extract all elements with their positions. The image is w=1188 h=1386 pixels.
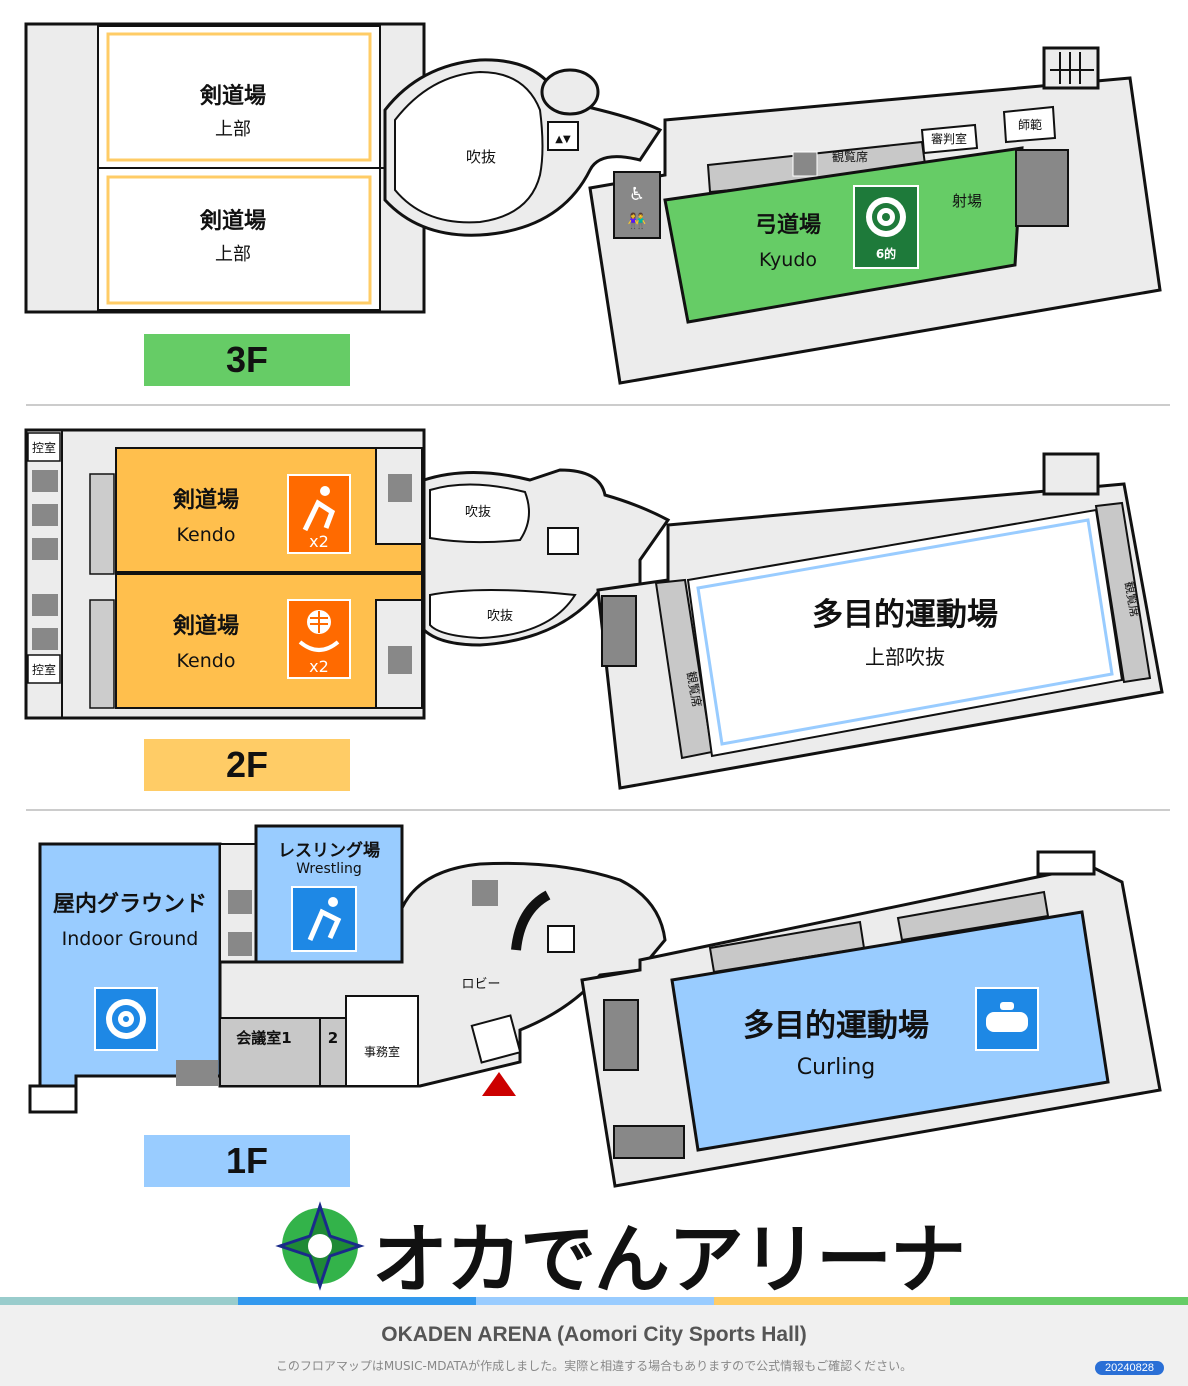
3f-shooting-label: 射場 <box>952 192 982 210</box>
2f-elevator-icon <box>547 527 579 555</box>
1f-meeting1-label: 会議室1 <box>236 1029 291 1047</box>
2f-kendo-a-sub: Kendo <box>177 524 236 546</box>
2f-kendo-b <box>115 573 423 709</box>
3f-void-area <box>394 70 544 224</box>
3f-restroom-right-icon <box>1015 149 1069 227</box>
3f-kendo-a-sub: 上部 <box>215 119 251 140</box>
1f-wrestling-icon <box>291 886 357 952</box>
3f-seat-icon <box>792 151 818 177</box>
floor-badge-3f: 3F <box>144 334 350 386</box>
1f-stairs-left <box>28 1084 78 1114</box>
floor-badge-1f: 1F <box>144 1135 350 1187</box>
3f-restroom-icon <box>613 171 661 239</box>
2f-stairs-icon <box>1042 452 1100 496</box>
1f-multi-sub: Curling <box>797 1055 875 1080</box>
3f-kyudo-range <box>663 146 1024 324</box>
footer: OKADEN ARENA (Aomori City Sports Hall) こ… <box>0 1297 1188 1386</box>
2f-void-top-label: 吹抜 <box>465 504 491 520</box>
3f-target-count: 6的 <box>876 246 896 261</box>
3f-kyudo-sub: Kyudo <box>759 249 817 271</box>
2f-seating-right <box>1094 501 1152 684</box>
2f-kendo-b-sub: Kendo <box>177 650 236 672</box>
3f-instructor-room <box>1002 105 1057 144</box>
2f-multi-title: 多目的運動場 <box>812 597 998 633</box>
1f-office-label: 事務室 <box>364 1044 400 1059</box>
footer-title: OKADEN ARENA (Aomori City Sports Hall) <box>381 1323 807 1346</box>
2f-void-bottom <box>429 589 577 640</box>
2f-multi-sub: 上部吹抜 <box>865 645 945 669</box>
3f-void-label: 吹抜 <box>466 148 496 166</box>
3f-kendo-b-sub: 上部 <box>215 244 251 265</box>
3f-elevator-icon <box>547 121 579 151</box>
1f-wrestling-sub: Wrestling <box>296 861 362 877</box>
2f-kendo-b-title: 剣道場 <box>172 613 239 639</box>
2f-seating-left-label: 観覧席 <box>684 670 705 708</box>
svg-text:♿: ♿ <box>629 184 645 205</box>
3f-kyudo-title: 弓道場 <box>755 212 821 238</box>
3f-kendo-a-title: 剣道場 <box>199 83 266 109</box>
1f-curling-rink <box>670 910 1110 1152</box>
3f-kendo-upper-b <box>106 175 372 305</box>
floor-3f: 剣道場 上部 剣道場 上部 吹抜 ▲▼ 観覧席 審判室 師範 弓道場 Kyudo… <box>24 22 1162 385</box>
2f-kendo-a-count: x2 <box>309 532 329 551</box>
1f-multi-title: 多目的運動場 <box>743 1008 929 1044</box>
2f-kendo-a-icon <box>287 474 351 554</box>
2f-void-bottom-label: 吹抜 <box>487 608 513 624</box>
2f-seating-right-label: 観覧席 <box>1122 580 1143 618</box>
floor-1f: 屋内グラウンド Indoor Ground レスリング場 Wrestling ロ… <box>28 824 1162 1188</box>
1f-meeting2-label: 2 <box>328 1029 338 1047</box>
1f-elevator-icon <box>547 925 575 953</box>
2f-seat-icon-a <box>388 474 412 502</box>
2f-kendo-a-title: 剣道場 <box>172 487 239 513</box>
footer-note: このフロアマップはMUSIC-MDATAが作成しました。実際と相違する場合もあり… <box>275 1359 913 1373</box>
1f-wrestling-title: レスリング場 <box>278 840 380 861</box>
3f-judge-room <box>920 123 979 155</box>
3f-instructor-label: 師範 <box>1018 117 1042 132</box>
1f-indoor-title: 屋内グラウンド <box>53 891 207 917</box>
3f-judge-room-label: 審判室 <box>931 131 967 146</box>
1f-indoor-sub: Indoor Ground <box>62 928 199 950</box>
3f-kendo-upper-a <box>106 32 372 162</box>
2f-void-top <box>429 483 530 544</box>
2f-restroom-icon <box>601 595 637 667</box>
1f-restroom-icon <box>603 999 639 1071</box>
date-badge: 20240828 <box>1095 1361 1164 1375</box>
2f-seat-icon-b <box>388 646 412 674</box>
logo-name: オカでんアリーナ <box>372 1215 966 1304</box>
svg-text:▲▼: ▲▼ <box>555 134 571 145</box>
3f-seating-label: 観覧席 <box>832 149 868 164</box>
2f-kendo-a <box>115 447 423 573</box>
floor-2f: 控室 控室 剣道場 Kendo 剣道場 Kendo x2 x2 吹抜 吹抜 <box>24 428 1164 790</box>
1f-lobby-label: ロビー <box>461 977 500 992</box>
floor-badge-2f: 2F <box>144 739 350 791</box>
2f-kendo-b-count: x2 <box>309 657 329 676</box>
1f-lobby-seat-icon <box>472 880 498 906</box>
1f-office <box>345 995 419 1087</box>
1f-entrance-marker <box>482 1072 516 1096</box>
svg-text:👫: 👫 <box>628 212 647 230</box>
2f-waiting-bottom: 控室 <box>32 662 56 677</box>
1f-stairs-right <box>1036 850 1096 876</box>
logo-mark <box>275 1201 365 1291</box>
3f-kendo-b-title: 剣道場 <box>199 208 266 234</box>
2f-waiting-top: 控室 <box>32 440 56 455</box>
